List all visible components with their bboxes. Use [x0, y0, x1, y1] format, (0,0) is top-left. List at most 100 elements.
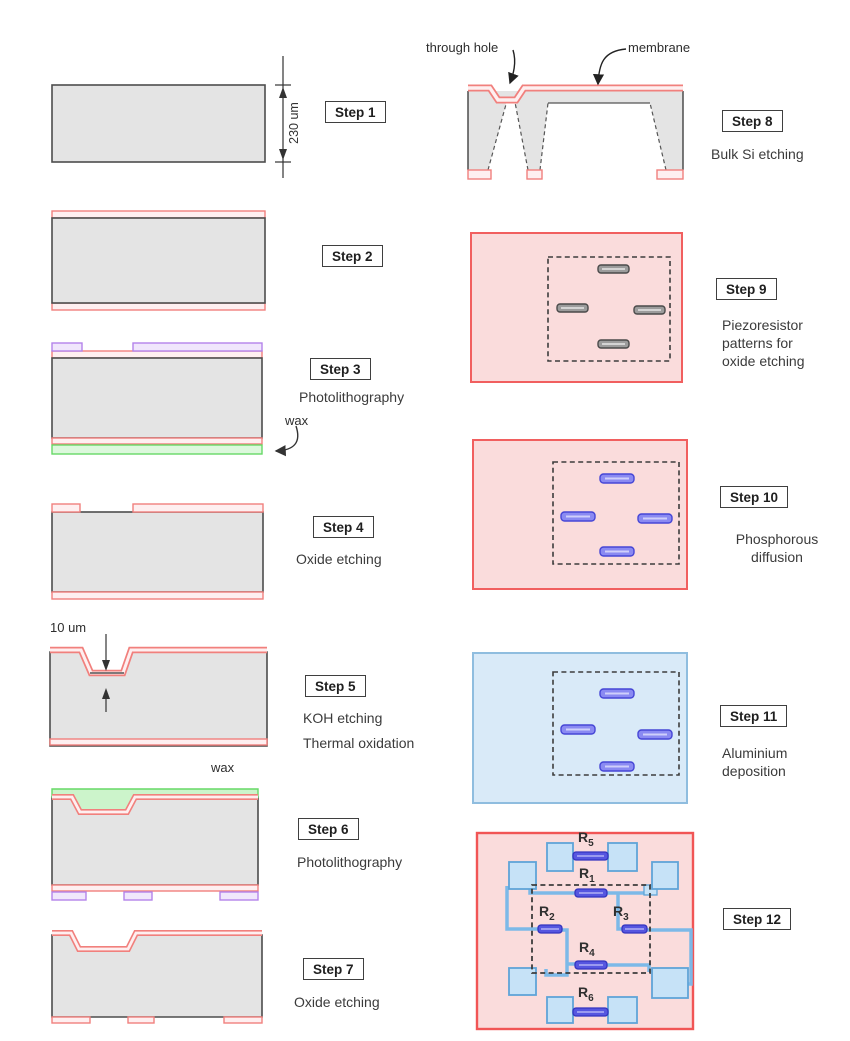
resistor-bars [537, 851, 648, 1017]
step4-cross-section [51, 503, 264, 600]
caption-line: Oxide etching [296, 551, 382, 567]
through-hole-leader-arrow [508, 49, 519, 85]
resistor-base: R [578, 829, 589, 845]
caption-line: Phosphorous [735, 531, 819, 547]
caption-line: Photolithography [299, 389, 405, 405]
resistor-base: R [579, 865, 590, 881]
resistor-base: R [613, 903, 624, 919]
resistor-label-r5: R5 [578, 829, 594, 849]
resistor-base: R [578, 984, 589, 1000]
step3-cross-section [51, 342, 299, 457]
caption-line: Thermal oxidation [303, 735, 415, 751]
resistor-sub: 4 [589, 947, 595, 959]
photoresist-patch-right [219, 891, 259, 901]
oxide-conformal-inner [52, 931, 262, 951]
step6-cross-section [51, 788, 259, 901]
caption-line: patterns for [722, 335, 793, 351]
resistor-base: R [539, 903, 550, 919]
oxide-pad-right [223, 1016, 263, 1024]
step3-caption: Photolithography [299, 388, 404, 406]
step6-caption: Photolithography [297, 853, 402, 871]
caption-line: Bulk Si etching [711, 146, 804, 162]
diffused-resistors [560, 688, 673, 772]
resistor-label-r4: R4 [579, 939, 595, 959]
membrane-outline-dashed [552, 671, 680, 776]
step4-caption: Oxide etching [296, 550, 382, 568]
step1-label: Step 1 [325, 101, 386, 123]
silicon-wafer [51, 217, 266, 304]
resistor-sub: 6 [588, 992, 594, 1004]
caption-line: KOH etching [303, 710, 383, 726]
step8-label: Step 8 [722, 110, 783, 132]
photoresist-patch-middle [123, 891, 153, 901]
oxide-layer-top [51, 210, 266, 219]
oxide-layer-top [51, 350, 263, 359]
resistor-openings [556, 264, 666, 349]
step5-label: Step 5 [305, 675, 366, 697]
resistor-label-r1: R1 [579, 865, 595, 885]
membrane-outline-dashed [547, 256, 671, 362]
outer-edges [467, 91, 684, 170]
oxide-conformal-inner [52, 795, 258, 814]
step7-caption: Oxide etching [294, 993, 380, 1011]
step2-cross-section [51, 210, 266, 311]
resistor-sub: 3 [623, 911, 629, 923]
step8-caption: Bulk Si etching [711, 145, 804, 163]
membrane-outline-dashed [552, 461, 680, 565]
resistor-label-r6: R6 [578, 984, 594, 1004]
step2-label: Step 2 [322, 245, 383, 267]
oxide-pad-middle [526, 169, 543, 180]
caption-line: Piezoresistor [722, 317, 803, 333]
oxide-pad-right [656, 169, 684, 180]
oxide-pad-left [467, 169, 492, 180]
oxide-layer-bottom [49, 738, 268, 746]
step8-cross-section [467, 48, 684, 180]
wax-annotation-step3: wax [285, 413, 309, 428]
wax-annotation-step6: wax [211, 760, 235, 775]
wax-layer [51, 444, 263, 455]
resistor-sub: 2 [549, 911, 555, 923]
silicon-body [468, 91, 683, 170]
oxide-layer-bottom [51, 437, 263, 445]
photoresist-patch-right [132, 342, 263, 352]
wafer-thickness-text: 230 um [287, 102, 302, 144]
bond-pads [508, 842, 689, 1024]
dim-arrow-up [279, 87, 287, 98]
step10-label: Step 10 [720, 486, 789, 508]
step12-label: Step 12 [723, 908, 792, 930]
resistor-label-r3: R3 [613, 903, 629, 923]
resistor-sub: 1 [589, 873, 595, 885]
membrane-oxide-inner [468, 86, 683, 102]
dim-arrow-up [102, 688, 110, 699]
resistor-sub: 5 [588, 837, 594, 849]
caption-line: Oxide etching [294, 994, 380, 1010]
oxide-layer-bottom [51, 591, 264, 600]
step5-caption: KOH etching Thermal oxidation [303, 706, 414, 756]
caption-line: Aluminium [722, 745, 788, 761]
step4-label: Step 4 [313, 516, 374, 538]
silicon-wafer [49, 651, 268, 747]
resistor-label-r2: R2 [539, 903, 555, 923]
step5-cross-section [49, 634, 268, 747]
silicon-wafer [51, 511, 264, 593]
step1-cross-section [51, 56, 291, 178]
step11-label: Step 11 [720, 705, 788, 727]
step11-caption: Aluminium deposition [722, 744, 787, 780]
silicon-wafer [51, 84, 266, 163]
oxide-pad-middle [127, 1016, 155, 1024]
caption-line: deposition [722, 763, 786, 779]
wafer-thickness-annotation: 230 um [286, 92, 302, 154]
trench-depth-dimension [90, 634, 124, 712]
resistor-base: R [579, 939, 590, 955]
photoresist-patch-left [51, 891, 87, 901]
step7-cross-section [51, 930, 263, 1024]
through-hole-annotation: through hole [426, 40, 499, 55]
step3-label: Step 3 [310, 358, 371, 380]
step9-caption: Piezoresistor patterns for oxide etching [722, 316, 805, 370]
oxide-patch-right [132, 503, 264, 513]
dim-arrow-down [102, 660, 110, 671]
etch-slope-edges [487, 96, 667, 171]
step9-label: Step 9 [716, 278, 777, 300]
step12-top-view [475, 831, 695, 1031]
